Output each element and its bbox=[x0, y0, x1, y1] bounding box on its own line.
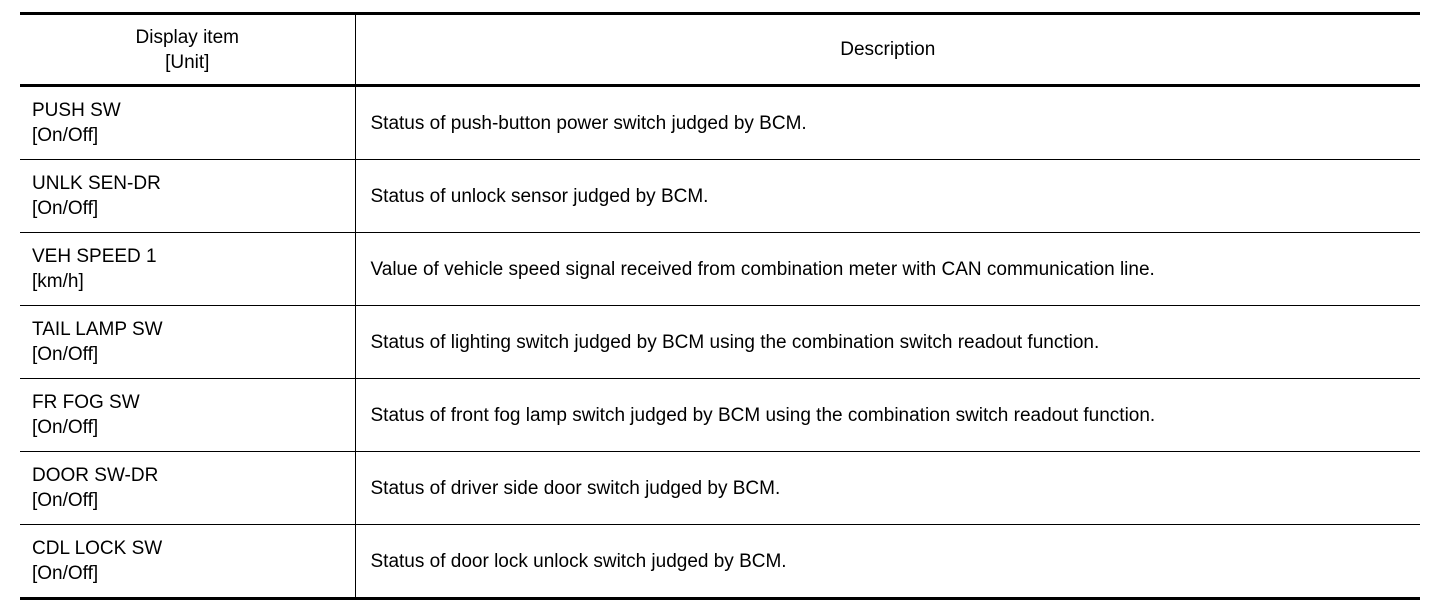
description-cell: Value of vehicle speed signal received f… bbox=[355, 232, 1420, 306]
display-item-name: DOOR SW-DR bbox=[32, 465, 159, 486]
description-cell: Status of door lock unlock switch judged… bbox=[355, 524, 1420, 600]
table-row: FR FOG SW [On/Off] Status of front fog l… bbox=[20, 378, 1420, 452]
display-item-name: VEH SPEED 1 bbox=[32, 246, 157, 267]
display-item-cell: VEH SPEED 1 [km/h] bbox=[20, 232, 356, 306]
display-item-unit: [On/Off] bbox=[32, 417, 99, 438]
description-cell: Status of front fog lamp switch judged b… bbox=[355, 378, 1420, 452]
display-item-cell: UNLK SEN-DR [On/Off] bbox=[20, 159, 356, 233]
description-cell: Status of lighting switch judged by BCM … bbox=[355, 305, 1420, 379]
description-cell: Status of push-button power switch judge… bbox=[355, 85, 1420, 160]
description-text: Status of lighting switch judged by BCM … bbox=[370, 331, 1100, 353]
description-text: Status of front fog lamp switch judged b… bbox=[370, 404, 1156, 426]
display-item-cell: TAIL LAMP SW [On/Off] bbox=[20, 305, 356, 379]
description-text: Value of vehicle speed signal received f… bbox=[370, 258, 1155, 280]
display-item-name: CDL LOCK SW bbox=[32, 538, 163, 559]
display-item-cell: DOOR SW-DR [On/Off] bbox=[20, 451, 356, 525]
column-header-display-item: Display item [Unit] bbox=[20, 12, 356, 87]
table-row: UNLK SEN-DR [On/Off] Status of unlock se… bbox=[20, 159, 1420, 233]
description-text: Status of door lock unlock switch judged… bbox=[370, 550, 787, 572]
display-item-description-table: Display item [Unit] Description PUSH SW … bbox=[20, 12, 1420, 600]
display-item-name: PUSH SW bbox=[32, 100, 121, 121]
display-item-unit: [On/Off] bbox=[32, 198, 99, 219]
description-text: Status of unlock sensor judged by BCM. bbox=[370, 185, 709, 207]
display-item-unit: [On/Off] bbox=[32, 125, 99, 146]
table-header-row: Display item [Unit] Description bbox=[20, 12, 1420, 87]
display-item-cell: PUSH SW [On/Off] bbox=[20, 85, 356, 160]
display-item-cell: FR FOG SW [On/Off] bbox=[20, 378, 356, 452]
column-header-display-item-line1: Display item bbox=[135, 26, 239, 48]
display-item-name: UNLK SEN-DR bbox=[32, 173, 161, 194]
display-item-name: FR FOG SW bbox=[32, 392, 140, 413]
table-row: TAIL LAMP SW [On/Off] Status of lighting… bbox=[20, 305, 1420, 379]
table-row: CDL LOCK SW [On/Off] Status of door lock… bbox=[20, 524, 1420, 600]
column-header-description-line1: Description bbox=[840, 39, 936, 60]
display-item-unit: [On/Off] bbox=[32, 490, 99, 511]
table-row: VEH SPEED 1 [km/h] Value of vehicle spee… bbox=[20, 232, 1420, 306]
column-header-description: Description bbox=[355, 12, 1420, 87]
table-row: DOOR SW-DR [On/Off] Status of driver sid… bbox=[20, 451, 1420, 525]
display-item-unit: [On/Off] bbox=[32, 344, 99, 365]
description-text: Status of push-button power switch judge… bbox=[370, 112, 807, 134]
table-row: PUSH SW [On/Off] Status of push-button p… bbox=[20, 85, 1420, 160]
display-item-cell: CDL LOCK SW [On/Off] bbox=[20, 524, 356, 600]
display-item-name: TAIL LAMP SW bbox=[32, 319, 163, 340]
description-cell: Status of unlock sensor judged by BCM. bbox=[355, 159, 1420, 233]
display-item-unit: [On/Off] bbox=[32, 563, 99, 584]
description-text: Status of driver side door switch judged… bbox=[370, 477, 781, 499]
column-header-display-item-line2: [Unit] bbox=[165, 51, 210, 73]
description-cell: Status of driver side door switch judged… bbox=[355, 451, 1420, 525]
display-item-unit: [km/h] bbox=[32, 271, 84, 292]
